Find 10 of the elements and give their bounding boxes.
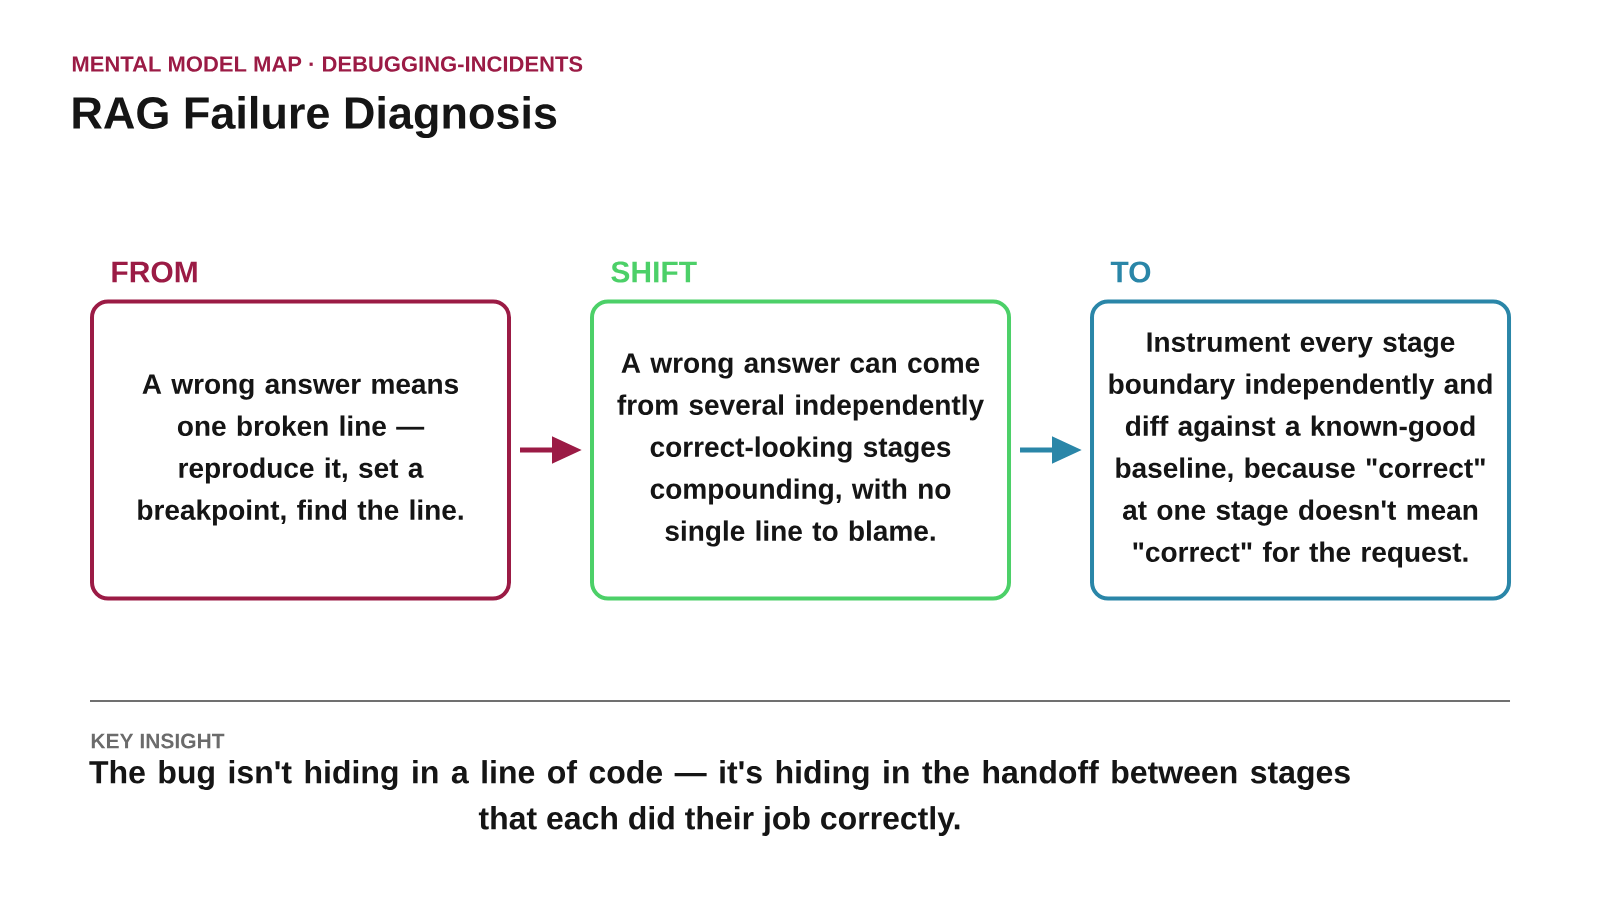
stage-heading: SHIFT: [611, 261, 697, 283]
section-heading: KEY INSIGHT: [91, 733, 225, 749]
insight-text: The bug isn't hiding in a line of code — it's hiding in the handoff between stages that each did their job correctly.: [89, 760, 1350, 836]
subtitle: MENTAL MODEL MAP · DEBUGGING-INCIDENTS: [72, 56, 583, 72]
stage-box: Instrument every stage boundary independently and diff against a known-good baseline, because "correct" at one stage doesn't mean "correct" for the request.: [1090, 299, 1511, 601]
stage-heading: TO: [1110, 261, 1151, 283]
title: RAG Failure Diagnosis: [73, 95, 557, 139]
stage-box: A wrong answer means one broken line — reproduce it, set a breakpoint, find the line.: [90, 299, 511, 601]
stage-heading: FROM: [112, 261, 197, 283]
stage-box: A wrong answer can come from several independently correct-looking stages compounding, with no single line to blame.: [590, 299, 1011, 601]
